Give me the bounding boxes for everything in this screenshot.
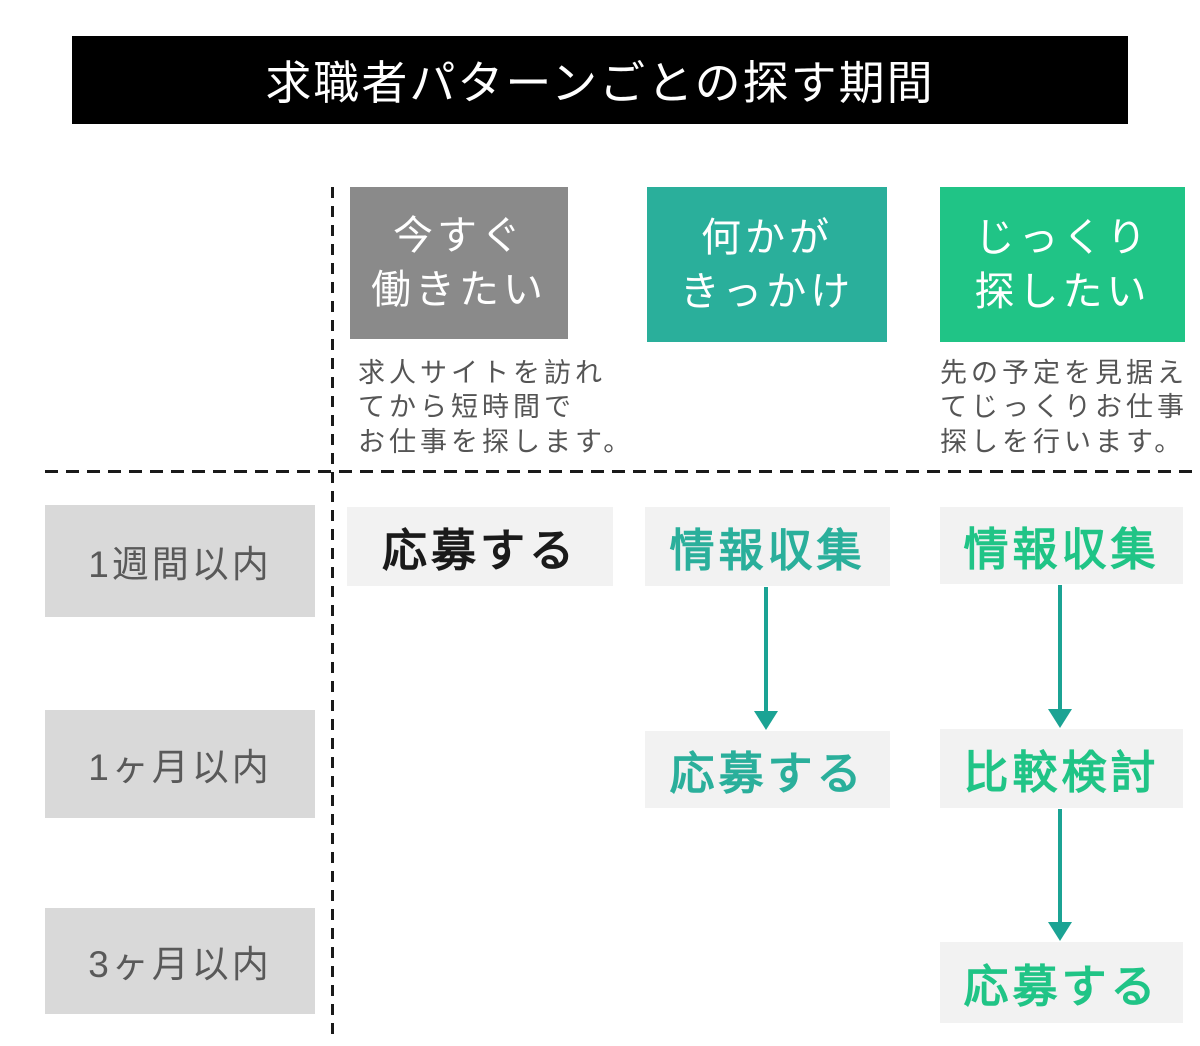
flow-arrow-careful-step2-down-icon bbox=[1048, 809, 1072, 941]
vertical-dashed-divider bbox=[331, 187, 334, 1035]
arrow-head bbox=[1048, 709, 1072, 728]
arrow-shaft bbox=[1058, 585, 1062, 712]
cell-careful-1month-compare: 比較検討 bbox=[940, 729, 1183, 808]
column-header-careful: じっくり 探したい bbox=[940, 187, 1185, 342]
horizontal-dashed-divider bbox=[45, 470, 1200, 473]
column-header-trigger: 何かが きっかけ bbox=[647, 187, 887, 342]
row-label-1month: 1ヶ月以内 bbox=[45, 710, 315, 818]
page-title: 求職者パターンごとの探す期間 bbox=[265, 57, 935, 109]
flow-arrow-trigger-down-icon bbox=[754, 587, 778, 730]
cell-careful-3month-apply: 応募する bbox=[940, 942, 1183, 1023]
arrow-shaft bbox=[1058, 809, 1062, 925]
cell-trigger-1month-apply: 応募する bbox=[645, 731, 890, 808]
cell-trigger-1week-gather-info: 情報収集 bbox=[645, 507, 890, 586]
cell-immediate-1week-apply: 応募する bbox=[347, 507, 613, 586]
flow-arrow-careful-step1-down-icon bbox=[1048, 585, 1072, 728]
arrow-shaft bbox=[764, 587, 768, 714]
row-label-3month: 3ヶ月以内 bbox=[45, 908, 315, 1014]
row-label-1week: 1週間以内 bbox=[45, 505, 315, 617]
column-description-careful: 先の予定を見据え てじっくりお仕事 探しを行います。 bbox=[940, 358, 1188, 457]
arrow-head bbox=[1048, 922, 1072, 941]
column-header-immediate: 今すぐ 働きたい bbox=[350, 187, 568, 339]
column-description-immediate: 求人サイトを訪れ てから短時間で お仕事を探します。 bbox=[358, 358, 635, 457]
arrow-head bbox=[754, 711, 778, 730]
title-banner: 求職者パターンごとの探す期間 bbox=[72, 36, 1128, 124]
cell-careful-1week-gather-info: 情報収集 bbox=[940, 507, 1183, 584]
